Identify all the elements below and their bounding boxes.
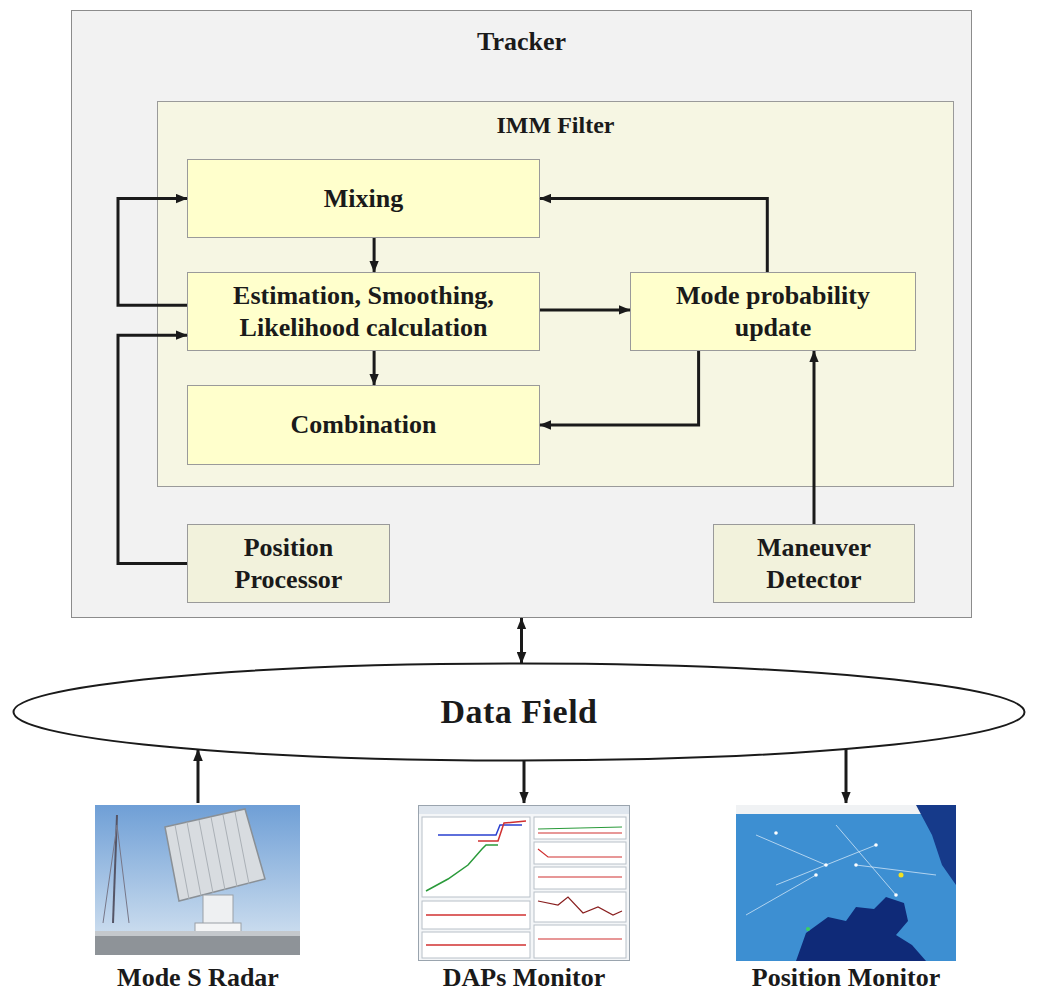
map-screenshot xyxy=(736,805,956,961)
group-title: Tracker xyxy=(72,27,971,57)
flow-arrow xyxy=(845,749,848,803)
process-box: Mode probability update xyxy=(630,272,916,351)
box-label: Mixing xyxy=(324,183,403,214)
filter-group: IMM FilterMixingEstimation, Smoothing, L… xyxy=(157,101,954,487)
picture-caption: DAPs Monitor xyxy=(443,963,605,993)
device-picture: Mode S Radar xyxy=(93,803,303,993)
box-label: Estimation, Smoothing, Likelihood calcul… xyxy=(198,280,529,342)
process-box: Estimation, Smoothing, Likelihood calcul… xyxy=(187,272,540,351)
module-box: Position Processor xyxy=(187,524,390,603)
box-label: Mode probability update xyxy=(641,280,905,342)
picture-caption: Mode S Radar xyxy=(117,963,279,993)
group-title: IMM Filter xyxy=(158,112,953,139)
box-label: Combination xyxy=(291,409,437,440)
flow-arrow xyxy=(197,750,200,804)
device-picture: Position Monitor xyxy=(721,803,971,993)
radar-photo xyxy=(95,805,300,955)
system-boundary: TrackerIMM FilterMixingEstimation, Smoot… xyxy=(71,10,972,618)
device-picture: DAPs Monitor xyxy=(413,803,635,993)
daps-screenshot xyxy=(418,805,630,961)
module-box: Maneuver Detector xyxy=(713,524,915,603)
box-label: Maneuver Detector xyxy=(724,532,904,594)
flow-arrow xyxy=(520,618,523,664)
process-box: Combination xyxy=(187,385,540,465)
box-label: Position Processor xyxy=(198,532,379,594)
process-box: Mixing xyxy=(187,159,540,238)
box-label: Data Field xyxy=(440,693,597,731)
data-bus: Data Field xyxy=(12,662,1026,762)
flow-arrow xyxy=(523,761,526,804)
picture-caption: Position Monitor xyxy=(752,963,941,993)
